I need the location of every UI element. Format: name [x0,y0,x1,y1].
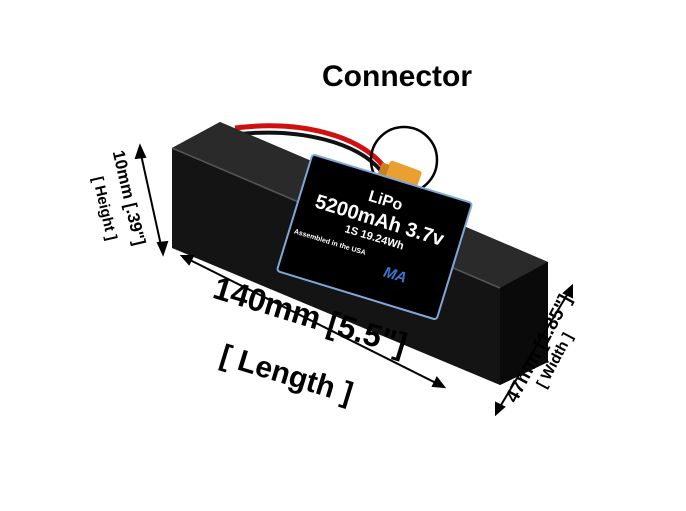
dimension-arrows [134,143,573,417]
red-wire [234,123,387,170]
connector-callout-label: Connector [322,60,472,93]
